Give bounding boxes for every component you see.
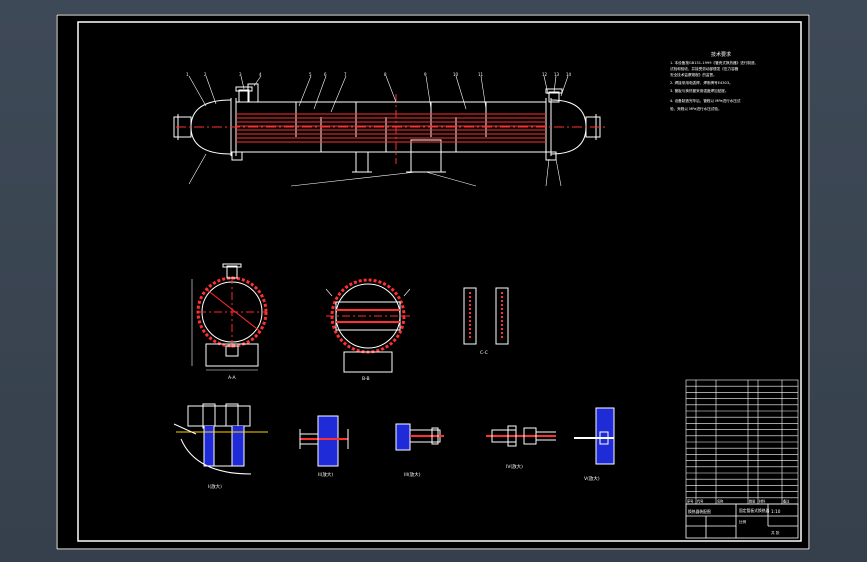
svg-text:8: 8 bbox=[384, 72, 387, 77]
svg-text:11: 11 bbox=[478, 72, 484, 77]
technical-requirements: 技术要求 1. 本设备按GB151-1999《管壳式换热器》进行制造、 试验和验… bbox=[670, 51, 758, 111]
detail-4-view: IV(放大) bbox=[486, 425, 556, 470]
svg-text:1: 1 bbox=[186, 72, 189, 77]
tech-req-line: 安全技术监察规程》的监督。 bbox=[670, 72, 717, 77]
detail-1-view: I(放大) bbox=[173, 403, 268, 490]
title-block-sheet: 共 张 bbox=[771, 530, 780, 535]
detail-5-label: V(放大) bbox=[584, 475, 600, 482]
parts-list-header-cell: 名称 bbox=[717, 499, 724, 504]
tech-req-line: 4. 设备制造完毕后，管程以 MPa进行水压试 bbox=[670, 98, 741, 103]
inner-frame bbox=[77, 21, 802, 542]
shell-body bbox=[235, 101, 547, 153]
svg-text:5: 5 bbox=[309, 72, 312, 77]
svg-text:6: 6 bbox=[324, 72, 327, 77]
svg-text:13: 13 bbox=[554, 72, 560, 77]
detail-4-label: IV(放大) bbox=[506, 463, 523, 470]
detail-2-label: II(放大) bbox=[318, 471, 333, 478]
section-bb-label: B-B bbox=[362, 376, 370, 382]
parts-list-header-cell: 序号 bbox=[687, 499, 693, 504]
title-block-drawing-title: 换热器装配图 bbox=[688, 509, 711, 514]
parts-list-table: 序号代号 名称 数量材料 备注 bbox=[685, 379, 799, 505]
parts-list-header-cell: 数量 bbox=[749, 499, 756, 504]
section-bb-view: B-B bbox=[325, 278, 411, 382]
svg-text:10: 10 bbox=[453, 72, 459, 77]
tech-req-title: 技术要求 bbox=[711, 51, 731, 58]
tech-req-line: 3. 管板与换热管采用强度焊加贴胀。 bbox=[670, 88, 728, 93]
svg-text:14: 14 bbox=[566, 72, 572, 77]
saddle-support-1 bbox=[355, 151, 369, 173]
svg-text:4: 4 bbox=[259, 72, 262, 77]
detail-3-view: III(放大) bbox=[395, 423, 444, 478]
tech-req-line: 试验和验收，并接受劳动部颁发《压力容器 bbox=[670, 66, 739, 71]
leader-lines bbox=[188, 75, 569, 187]
top-nozzle-vent bbox=[247, 83, 259, 103]
parts-list-header-cell: 代号 bbox=[697, 499, 703, 504]
tech-req-line: 1. 本设备按GB151-1999《管壳式换热器》进行制造、 bbox=[670, 60, 758, 65]
bottom-nozzle-right bbox=[545, 151, 557, 161]
svg-text:3: 3 bbox=[239, 72, 242, 77]
section-aa-view: A-A bbox=[191, 263, 268, 381]
bottom-nozzle-left bbox=[231, 151, 243, 161]
saddle-support-2 bbox=[410, 139, 442, 173]
svg-text:9: 9 bbox=[424, 72, 427, 77]
parts-list-header-cell: 材料 bbox=[759, 499, 766, 504]
tech-req-line: 验，壳程以 MPa进行水压试验。 bbox=[670, 106, 722, 111]
section-cc-label: C-C bbox=[480, 350, 488, 356]
detail-2-view: II(放大) bbox=[299, 415, 349, 478]
title-block-name: 固定管板式换热器 bbox=[739, 508, 770, 513]
svg-text:7: 7 bbox=[344, 72, 347, 77]
detail-1-label: I(放大) bbox=[208, 483, 222, 490]
section-cc-view: C-C bbox=[463, 287, 509, 356]
detail-5-view: V(放大) bbox=[574, 407, 615, 482]
tube-bundle bbox=[176, 113, 606, 143]
top-nozzle-left bbox=[238, 89, 250, 103]
detail-3-label: III(放大) bbox=[404, 471, 421, 478]
section-aa-label: A-A bbox=[228, 375, 237, 381]
parts-list-header-cell: 备注 bbox=[783, 499, 790, 504]
tech-req-line: 2. 焊接采用电弧焊，焊条牌号E4303。 bbox=[670, 80, 733, 85]
main-elevation-view bbox=[173, 83, 601, 173]
svg-text:2: 2 bbox=[204, 72, 207, 77]
title-block: 固定管板式换热器 1:10 换热器装配图 比例 共 张 bbox=[685, 503, 799, 539]
outer-frame bbox=[56, 14, 810, 550]
title-block-scale-label: 比例 bbox=[739, 519, 747, 524]
svg-text:12: 12 bbox=[542, 72, 548, 77]
title-block-scale: 1:10 bbox=[771, 509, 781, 514]
